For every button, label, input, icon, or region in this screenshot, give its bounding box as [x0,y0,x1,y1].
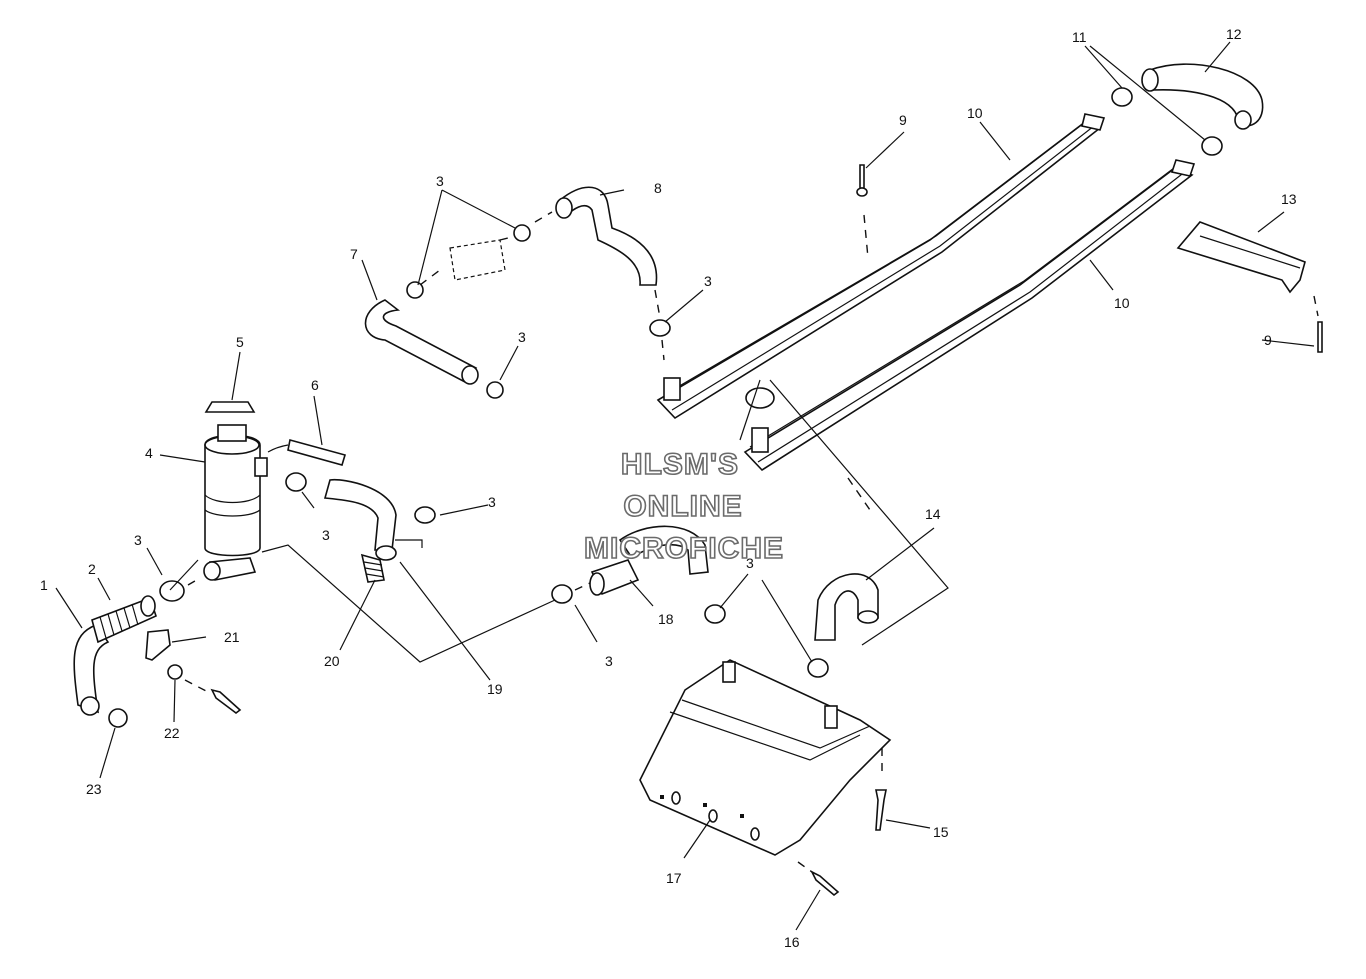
callout-3: 3 [436,173,444,189]
callout-7: 7 [350,246,358,262]
callout-8: 8 [654,180,662,196]
bellows-20 [360,553,385,583]
callout-2: 2 [88,561,96,577]
callout-12: 12 [1226,26,1242,42]
clamp-3-i [704,604,726,624]
callout-18: 18 [658,611,674,627]
clamp-3-f [414,506,436,524]
callout-3: 3 [488,494,496,510]
clamp-3-a [406,281,424,299]
callout-10: 10 [967,105,983,121]
bellows-2 [91,595,157,644]
rivet-15 [875,789,887,831]
callout-19: 19 [487,681,503,697]
connector-block [449,239,506,281]
hose-14 [814,573,879,641]
leader-lines [55,41,1315,931]
clamp-3-d [486,381,504,399]
bolt [210,688,242,714]
callout-9: 9 [1264,332,1272,348]
clamp-11-lower [1201,136,1223,156]
bolt-16 [810,870,840,897]
watermark-line-3: MICROFICHE [584,532,784,565]
hose-8 [555,186,658,286]
callout-21: 21 [224,629,240,645]
callout-9: 9 [899,112,907,128]
callout-3: 3 [704,273,712,289]
bracket-21 [145,629,171,661]
cap-5 [204,401,256,413]
callout-15: 15 [933,824,949,840]
callout-22: 22 [164,725,180,741]
callout-6: 6 [311,377,319,393]
hose-19 [323,478,397,561]
muffler-17 [639,659,892,856]
clamp-3-b [513,224,531,242]
hose-1 [73,624,110,716]
clamp-3-h [551,584,573,604]
watermark: HLSM'S ONLINE MICROFICHE [583,447,784,566]
callout-20: 20 [324,653,340,669]
callout-3: 3 [746,555,754,571]
tube-6 [267,439,347,466]
clamp-23 [108,708,128,728]
heat-exchanger-lower [743,159,1196,472]
callout-16: 16 [784,934,800,950]
callout-3: 3 [605,653,613,669]
rivet-9-upper [856,164,869,259]
washer-22 [167,664,183,680]
shield-13 [1176,221,1306,294]
hose-12 [1141,63,1264,130]
clamp-3-c [649,319,671,337]
heat-exchanger-upper [656,113,1106,420]
clamp-3-e [285,472,307,492]
callout-4: 4 [145,445,153,461]
clamp-11-upper [1111,87,1133,107]
watermark-line-2: ONLINE [623,490,742,523]
callout-labels: 1 2 3 3 3 3 3 3 3 3 4 5 6 7 8 9 9 10 10 … [40,26,1297,950]
rivet-9-lower [1313,295,1323,353]
clamp-near-exchanger [745,387,775,409]
callout-10: 10 [1114,295,1130,311]
callout-17: 17 [666,870,682,886]
callout-3: 3 [134,532,142,548]
clamp-3-g [159,580,185,602]
callout-5: 5 [236,334,244,350]
callout-11: 11 [1072,29,1087,45]
callout-23: 23 [86,781,102,797]
watermark-line-1: HLSM'S [621,448,739,481]
hose-7 [364,299,479,385]
reservoir-4 [203,424,268,581]
callout-14: 14 [925,506,941,522]
callout-3: 3 [322,527,330,543]
callout-1: 1 [40,577,48,593]
callout-13: 13 [1281,191,1297,207]
callout-3: 3 [518,329,526,345]
clamp-3-j [807,658,829,678]
hose-18 [589,525,709,596]
